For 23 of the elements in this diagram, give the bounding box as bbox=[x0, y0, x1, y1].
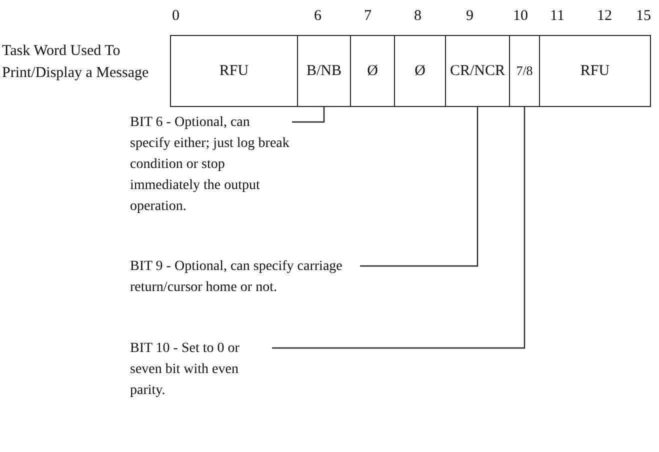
field-cell: B/NB bbox=[297, 35, 351, 107]
row-label: Task Word Used To Print/Display a Message bbox=[2, 42, 150, 83]
field-cell: Ø bbox=[394, 35, 446, 107]
leader-line bbox=[360, 107, 478, 267]
bit-number: 6 bbox=[314, 8, 322, 25]
leader-line bbox=[292, 107, 325, 123]
leader-line bbox=[272, 107, 526, 349]
bit-number: 12 bbox=[597, 8, 612, 25]
note-text: BIT 10 - Set to 0 or seven bit with even parity. bbox=[130, 338, 270, 401]
bit-number: 15 bbox=[636, 8, 651, 25]
field-cell: 7/8 bbox=[509, 35, 540, 107]
bit-number: 11 bbox=[550, 8, 564, 25]
field-cell: Ø bbox=[350, 35, 395, 107]
field-cell: CR/NCR bbox=[445, 35, 510, 107]
field-cell: RFU bbox=[539, 35, 651, 107]
bit-number: 9 bbox=[466, 8, 474, 25]
note-text: BIT 9 - Optional, can specify carriage return/cursor home or not. bbox=[130, 256, 358, 298]
bit-number: 7 bbox=[364, 8, 372, 25]
field-cell: RFU bbox=[170, 35, 298, 107]
bit-number: 0 bbox=[172, 8, 180, 25]
note-text: BIT 6 - Optional, can specify either; just log break condition or stop immediately the output operation. bbox=[130, 112, 290, 217]
bit-number: 10 bbox=[513, 8, 528, 25]
bit-number: 8 bbox=[414, 8, 422, 25]
